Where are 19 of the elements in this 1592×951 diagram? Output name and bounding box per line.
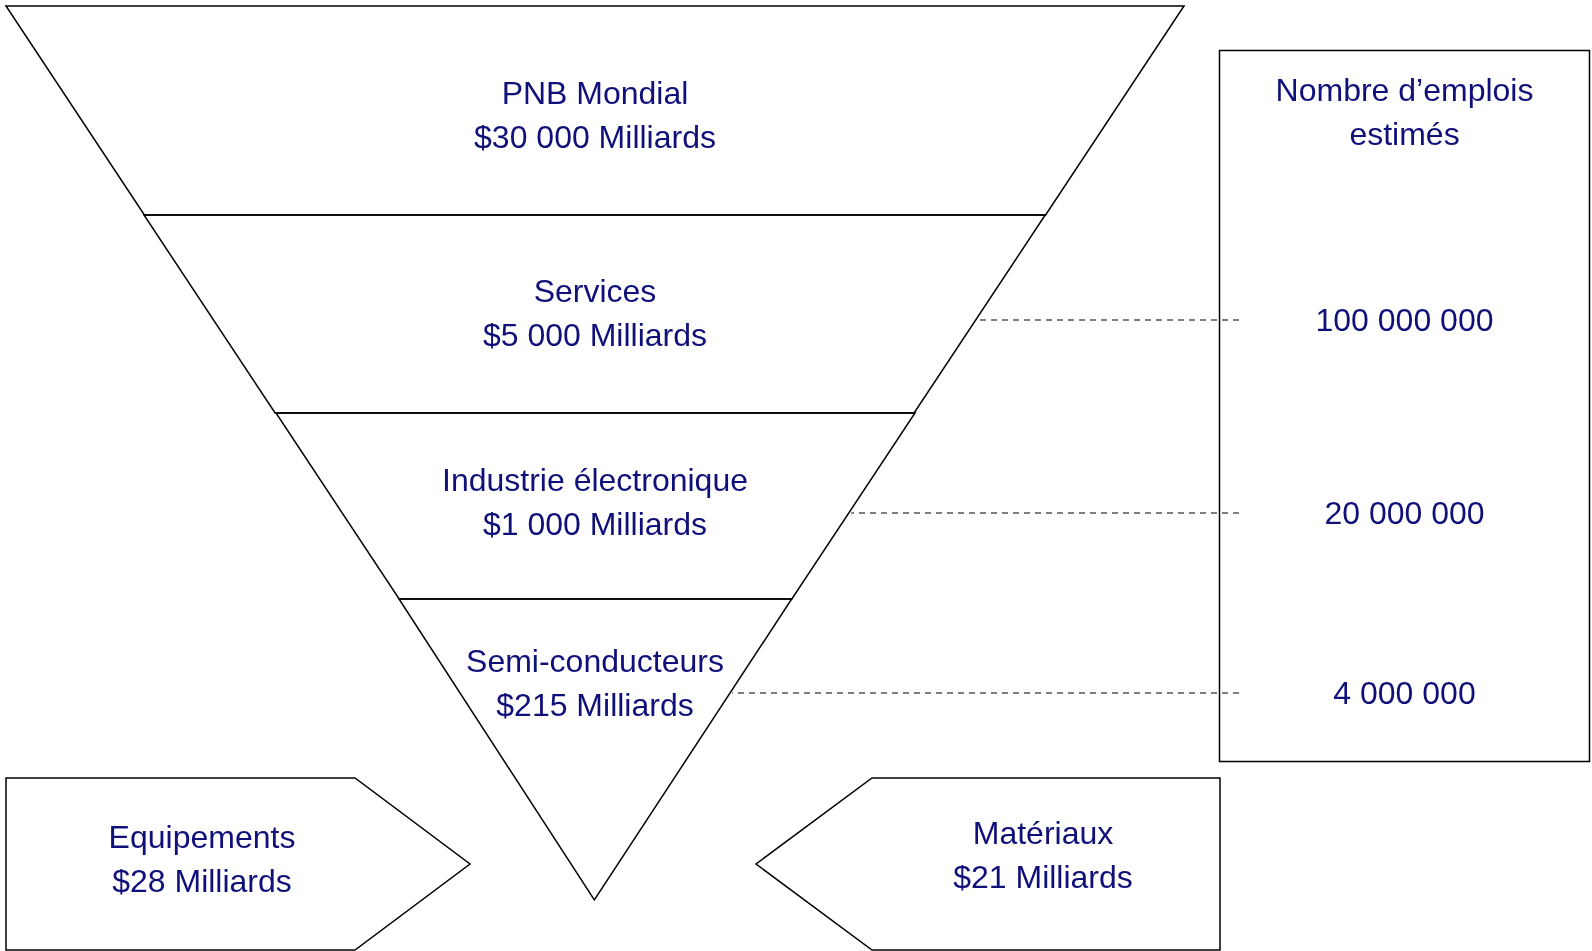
label-text: Industrie électronique: [442, 461, 748, 500]
value-text: 4 000 000: [1333, 674, 1476, 713]
label-text: Equipements: [108, 818, 296, 857]
label-text: Matériaux: [972, 814, 1114, 853]
label-text: Semi-conducteurs: [466, 642, 724, 681]
value-text: $215 Milliards: [496, 686, 694, 725]
value-text: 100 000 000: [1315, 301, 1494, 340]
value-text: $28 Milliards: [112, 862, 292, 901]
dashed-line: [731, 692, 1240, 694]
label-text: Services: [533, 272, 657, 311]
value-text: $30 000 Milliards: [474, 118, 716, 157]
value-text: $1 000 Milliards: [482, 505, 708, 544]
label-text: PNB Mondial: [501, 74, 689, 113]
dashed-line: [850, 512, 1240, 514]
value-text: 20 000 000: [1324, 494, 1485, 533]
value-text: $21 Milliards: [953, 858, 1133, 897]
heading-text: Nombre d’emplois estimés: [1274, 71, 1535, 154]
value-text: $5 000 Milliards: [482, 316, 708, 355]
dashed-line: [978, 319, 1240, 321]
